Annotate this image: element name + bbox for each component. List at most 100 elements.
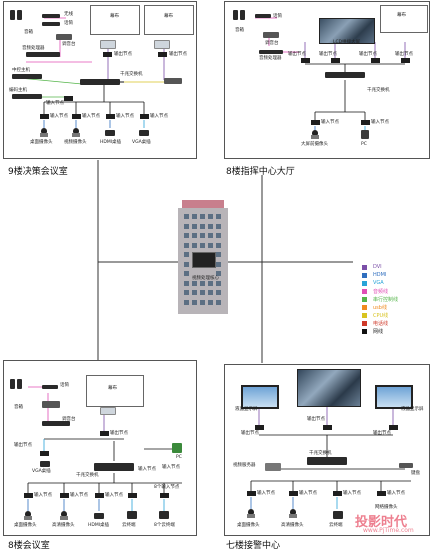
output-node-label: 输出节点 — [114, 52, 132, 57]
audio-processor-icon — [26, 52, 60, 57]
building-windows — [184, 214, 224, 310]
output-node-label: 输出节点 — [288, 52, 306, 57]
caption-7f: 七楼接警中心 — [226, 541, 281, 551]
input-node-icon — [40, 114, 49, 119]
building-window — [216, 271, 221, 276]
conference-camera-label: 视频摄像头 — [64, 140, 87, 145]
building-window — [208, 242, 213, 248]
input-node-label: 输入节点 — [150, 114, 168, 119]
building-window — [216, 280, 221, 286]
legend-item: HDMI — [362, 272, 386, 278]
panel-9f-wires — [18, 17, 165, 128]
input-node-label: 输入节点 — [299, 491, 317, 496]
switch-label: 千兆交换机 — [309, 451, 332, 456]
desk-camera-icon — [247, 509, 255, 519]
pc-icon — [361, 130, 369, 139]
legend-swatch — [362, 313, 367, 318]
output-node-label: 输出节点 — [373, 431, 391, 436]
cloud-terminal-label: 云终端 — [122, 523, 136, 528]
building-window — [192, 280, 197, 286]
building-window — [216, 290, 221, 295]
input-node-label: 输入节点 — [50, 114, 68, 119]
mic-label: 话筒 — [64, 21, 73, 26]
vga-desk-socket-icon — [40, 461, 50, 467]
building-window — [184, 261, 189, 267]
input-node-label: 输入节点 — [321, 120, 339, 125]
video-server-icon — [265, 463, 281, 471]
desk-camera-label: 桌面摄像头 — [237, 523, 260, 528]
hdmi-desk-socket-icon — [94, 513, 104, 519]
legend-label: HDMI — [373, 272, 387, 278]
mixer-label: 调音台 — [62, 417, 76, 422]
gigabit-switch-icon — [94, 463, 134, 471]
legend-swatch — [362, 321, 367, 326]
legend-label: 串行控制线 — [373, 297, 399, 303]
output-node-icon — [371, 58, 380, 63]
input-node-icon — [311, 120, 320, 125]
speaker-label: 音箱 — [14, 405, 23, 410]
output-node-icon — [323, 425, 332, 430]
cloud-terminal-icon — [159, 511, 169, 519]
caption-8f-meeting: 8楼会议室 — [8, 541, 50, 551]
output-node-icon — [401, 58, 410, 63]
mixer-label: 调音台 — [265, 41, 279, 46]
input-node-icon — [128, 493, 137, 498]
output-node-icon — [103, 52, 112, 57]
building-window — [184, 223, 189, 229]
mixer-icon — [263, 32, 279, 38]
output-node-icon — [158, 52, 167, 57]
mixer-icon — [56, 34, 72, 40]
hd-camera-label: 高清摄像头 — [281, 523, 304, 528]
building-window — [184, 233, 189, 238]
legend-swatch — [362, 272, 367, 278]
cloud-terminal-icon — [333, 511, 343, 519]
speaker-icon — [233, 10, 238, 20]
input-node-icon — [95, 493, 104, 498]
legend-item: 网线 — [362, 328, 383, 335]
building-label: 视频处理核心 — [192, 276, 219, 281]
audio-processor-icon — [42, 421, 70, 426]
projection-screen-1 — [90, 5, 140, 35]
hdmi-desk-label: HDMI桌插 — [100, 140, 122, 145]
input-node-label: 输入节点 — [70, 493, 88, 498]
encoder-host-icon — [12, 94, 42, 99]
output-node-label: 输出节点 — [319, 52, 337, 57]
input-node-label: 8个输入节点 — [154, 485, 180, 490]
caption-8f-hall: 8楼指挥中心大厅 — [226, 167, 295, 177]
hdmi-desk-label: HDMI桌插 — [88, 523, 110, 528]
output-node-icon — [40, 451, 49, 456]
hd-camera-icon — [60, 511, 68, 521]
video-wall — [297, 369, 361, 407]
vga-desk-label: VGA桌插 — [32, 469, 51, 474]
building-roof — [182, 200, 224, 208]
output-node-label: 输出节点 — [395, 52, 413, 57]
control-host-label: 中控主机 — [12, 68, 30, 73]
input-node-label: 输入节点 — [257, 491, 275, 496]
building-window — [216, 242, 221, 248]
input-node-icon — [247, 491, 256, 496]
building-window — [200, 290, 205, 295]
keyboard-label: 键盘 — [411, 471, 420, 476]
hdmi-desk-socket-icon — [105, 130, 115, 136]
building-window — [200, 280, 205, 286]
screen-label: 幕布 — [397, 13, 406, 18]
legend-label: 电话线 — [373, 321, 389, 327]
screen-label-1: 幕布 — [110, 14, 119, 19]
input-node-icon — [64, 96, 73, 101]
camera-icon — [311, 130, 319, 140]
legend-swatch — [362, 297, 367, 302]
mixer-label: 调音台 — [62, 42, 76, 47]
building-window — [184, 280, 189, 286]
input-node-label: 输入节点 — [343, 491, 361, 496]
building-window — [216, 252, 221, 257]
mixer-icon — [42, 401, 60, 408]
input-node-icon — [24, 493, 33, 498]
screen-label: 幕布 — [108, 386, 117, 391]
input-node-icon — [333, 491, 342, 496]
projection-screen-2 — [144, 5, 194, 35]
microphone-icon — [42, 22, 60, 26]
output-node-label: 输出节点 — [241, 431, 259, 436]
pc-label: PC — [361, 142, 367, 147]
hd-camera-icon — [289, 509, 297, 519]
panel-7f-wires — [250, 407, 411, 509]
